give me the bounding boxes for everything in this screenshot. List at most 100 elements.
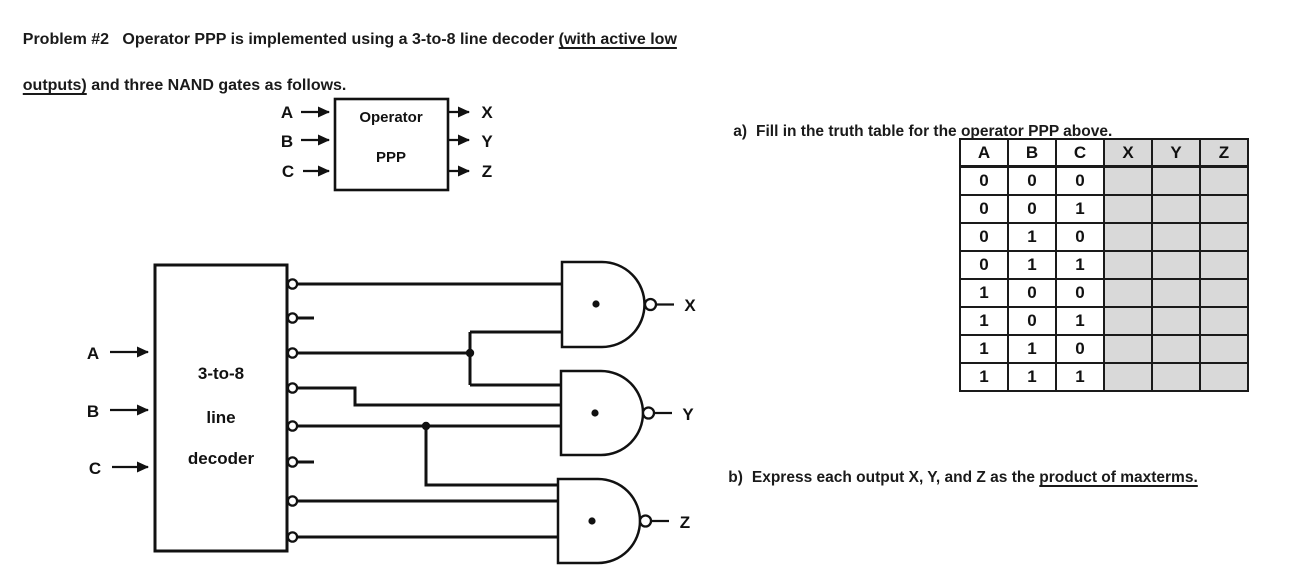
nand-gate-z-body	[556, 477, 642, 565]
decoder-output-bubble-0	[286, 278, 299, 290]
nand-gate-x-output-bubble	[643, 297, 658, 312]
operator-input-label-b: B	[281, 132, 293, 151]
truth-table-answer-cell	[1199, 165, 1249, 196]
truth-table-answer-cell	[1103, 165, 1153, 196]
operator-box-label-1: Operator	[359, 109, 423, 126]
nand-gate-z: Z	[556, 477, 690, 565]
question-a-label: a)	[733, 123, 748, 140]
operator-output-label-y: Y	[481, 132, 493, 151]
decoder-input-label-c: C	[89, 459, 101, 478]
nand-gate-x-output-label: X	[684, 296, 696, 315]
title-text-1: Problem #2 Operator PPP is implemented u…	[22, 31, 559, 48]
truth-table-input-cell: 0	[1055, 222, 1105, 252]
truth-table-input-cell: 1	[1055, 306, 1105, 336]
truth-table-answer-cell	[1199, 194, 1249, 224]
truth-table-answer-cell	[1103, 362, 1153, 392]
truth-table-input-cell: 0	[959, 222, 1009, 252]
truth-table-answer-cell	[1199, 250, 1249, 280]
truth-table-header-z: Z	[1199, 138, 1249, 168]
truth-table-input-cell: 1	[1007, 362, 1057, 392]
decoder-output-bubble-1	[286, 312, 299, 324]
truth-table-input-cell: 0	[1007, 165, 1057, 196]
nand-gate-x: X	[560, 260, 696, 349]
truth-table-input-cell: 1	[1055, 250, 1105, 280]
truth-table-answer-cell	[1151, 334, 1201, 364]
decoder-output-bubbles	[286, 278, 299, 543]
truth-table-input-cell: 1	[1055, 194, 1105, 224]
truth-table-answer-cell	[1151, 165, 1201, 196]
decoder-box	[153, 263, 289, 553]
nand-gate-x-center-dot	[592, 300, 600, 308]
truth-table-answer-cell	[1103, 278, 1153, 308]
nand-gate-y-output-label: Y	[682, 405, 694, 424]
truth-table-input-cell: 0	[1007, 194, 1057, 224]
truth-table-answer-cell	[1103, 222, 1153, 252]
truth-table-answer-cell	[1199, 278, 1249, 308]
title-underlined-2: outputs)	[22, 77, 87, 94]
truth-table-answer-cell	[1151, 194, 1201, 224]
decoder-output-bubble-5	[286, 456, 299, 468]
operator-box-label-2: PPP	[376, 149, 406, 166]
truth-table-input-cell: 0	[959, 250, 1009, 280]
truth-table-answer-cell	[1199, 306, 1249, 336]
truth-table-header-x: X	[1103, 138, 1153, 168]
truth-table-answer-cell	[1199, 362, 1249, 392]
truth-table-header-a: A	[959, 138, 1009, 168]
decoder-label-line-2: line	[206, 408, 235, 427]
operator-ppp-box	[333, 97, 450, 192]
nand-gate-z-center-dot	[588, 517, 596, 525]
truth-table-input-cell: 1	[959, 306, 1009, 336]
truth-table-header-c: C	[1055, 138, 1105, 168]
truth-table-answer-cell	[1151, 278, 1201, 308]
wire-d4-to-nand-z	[424, 426, 558, 487]
question-b: b)Express each output X, Y, and Z as the…	[711, 451, 1198, 505]
truth-table-header-y: Y	[1151, 138, 1201, 168]
question-b-underlined: product of maxterms.	[1039, 469, 1198, 486]
decoder-output-bubble-7	[286, 531, 299, 543]
decoder-output-bubble-6	[286, 495, 299, 507]
nand-gate-z-output-bubble	[638, 514, 653, 528]
truth-table-answer-cell	[1199, 334, 1249, 364]
question-a: a) Fill in the truth table for the operat…	[716, 105, 1112, 159]
decoder-input-label-a: A	[87, 344, 99, 363]
truth-table-input-cell: 0	[959, 194, 1009, 224]
operator-input-label-a: A	[281, 103, 293, 122]
nand-gate-y-output-bubble	[641, 406, 656, 420]
junction-dot-d4	[421, 421, 431, 431]
decoder-label-line-3: decoder	[188, 449, 255, 468]
decoder-wires	[297, 282, 562, 539]
truth-table-input-cell: 1	[959, 278, 1009, 308]
wire-d3-to-nand-y	[297, 386, 561, 407]
truth-table-answer-cell	[1103, 194, 1153, 224]
truth-table-answer-cell	[1103, 306, 1153, 336]
operator-output-label-x: X	[481, 103, 493, 122]
title-underlined-1: (with active low	[558, 31, 677, 48]
nand-gate-y: Y	[559, 369, 694, 457]
decoder-label-line-1: 3-to-8	[198, 364, 244, 383]
nand-gate-x-body	[560, 260, 646, 349]
truth-table-answer-cell	[1199, 222, 1249, 252]
title-text-2: and three NAND gates as follows.	[86, 77, 347, 94]
truth-table-answer-cell	[1151, 222, 1201, 252]
decoder-output-bubble-2	[286, 347, 299, 359]
truth-table-header-row: A B C X Y Z	[959, 138, 1249, 168]
problem-title: Problem #2 Operator PPP is implemented u…	[5, 5, 677, 120]
truth-table-answer-cell	[1103, 250, 1153, 280]
decoder-output-bubble-3	[286, 382, 299, 394]
decoder-circuit: A B C 3-to-8 line decoder	[87, 260, 696, 565]
truth-table-input-cell: 1	[1007, 222, 1057, 252]
truth-table-input-cell: 1	[1007, 334, 1057, 364]
decoder-input-label-b: B	[87, 402, 99, 421]
decoder-output-bubble-4	[286, 420, 299, 432]
question-a-text: Fill in the truth table for the operator…	[756, 123, 1113, 140]
truth-table-input-cell: 0	[1007, 306, 1057, 336]
truth-table-input-cell: 1	[959, 334, 1009, 364]
